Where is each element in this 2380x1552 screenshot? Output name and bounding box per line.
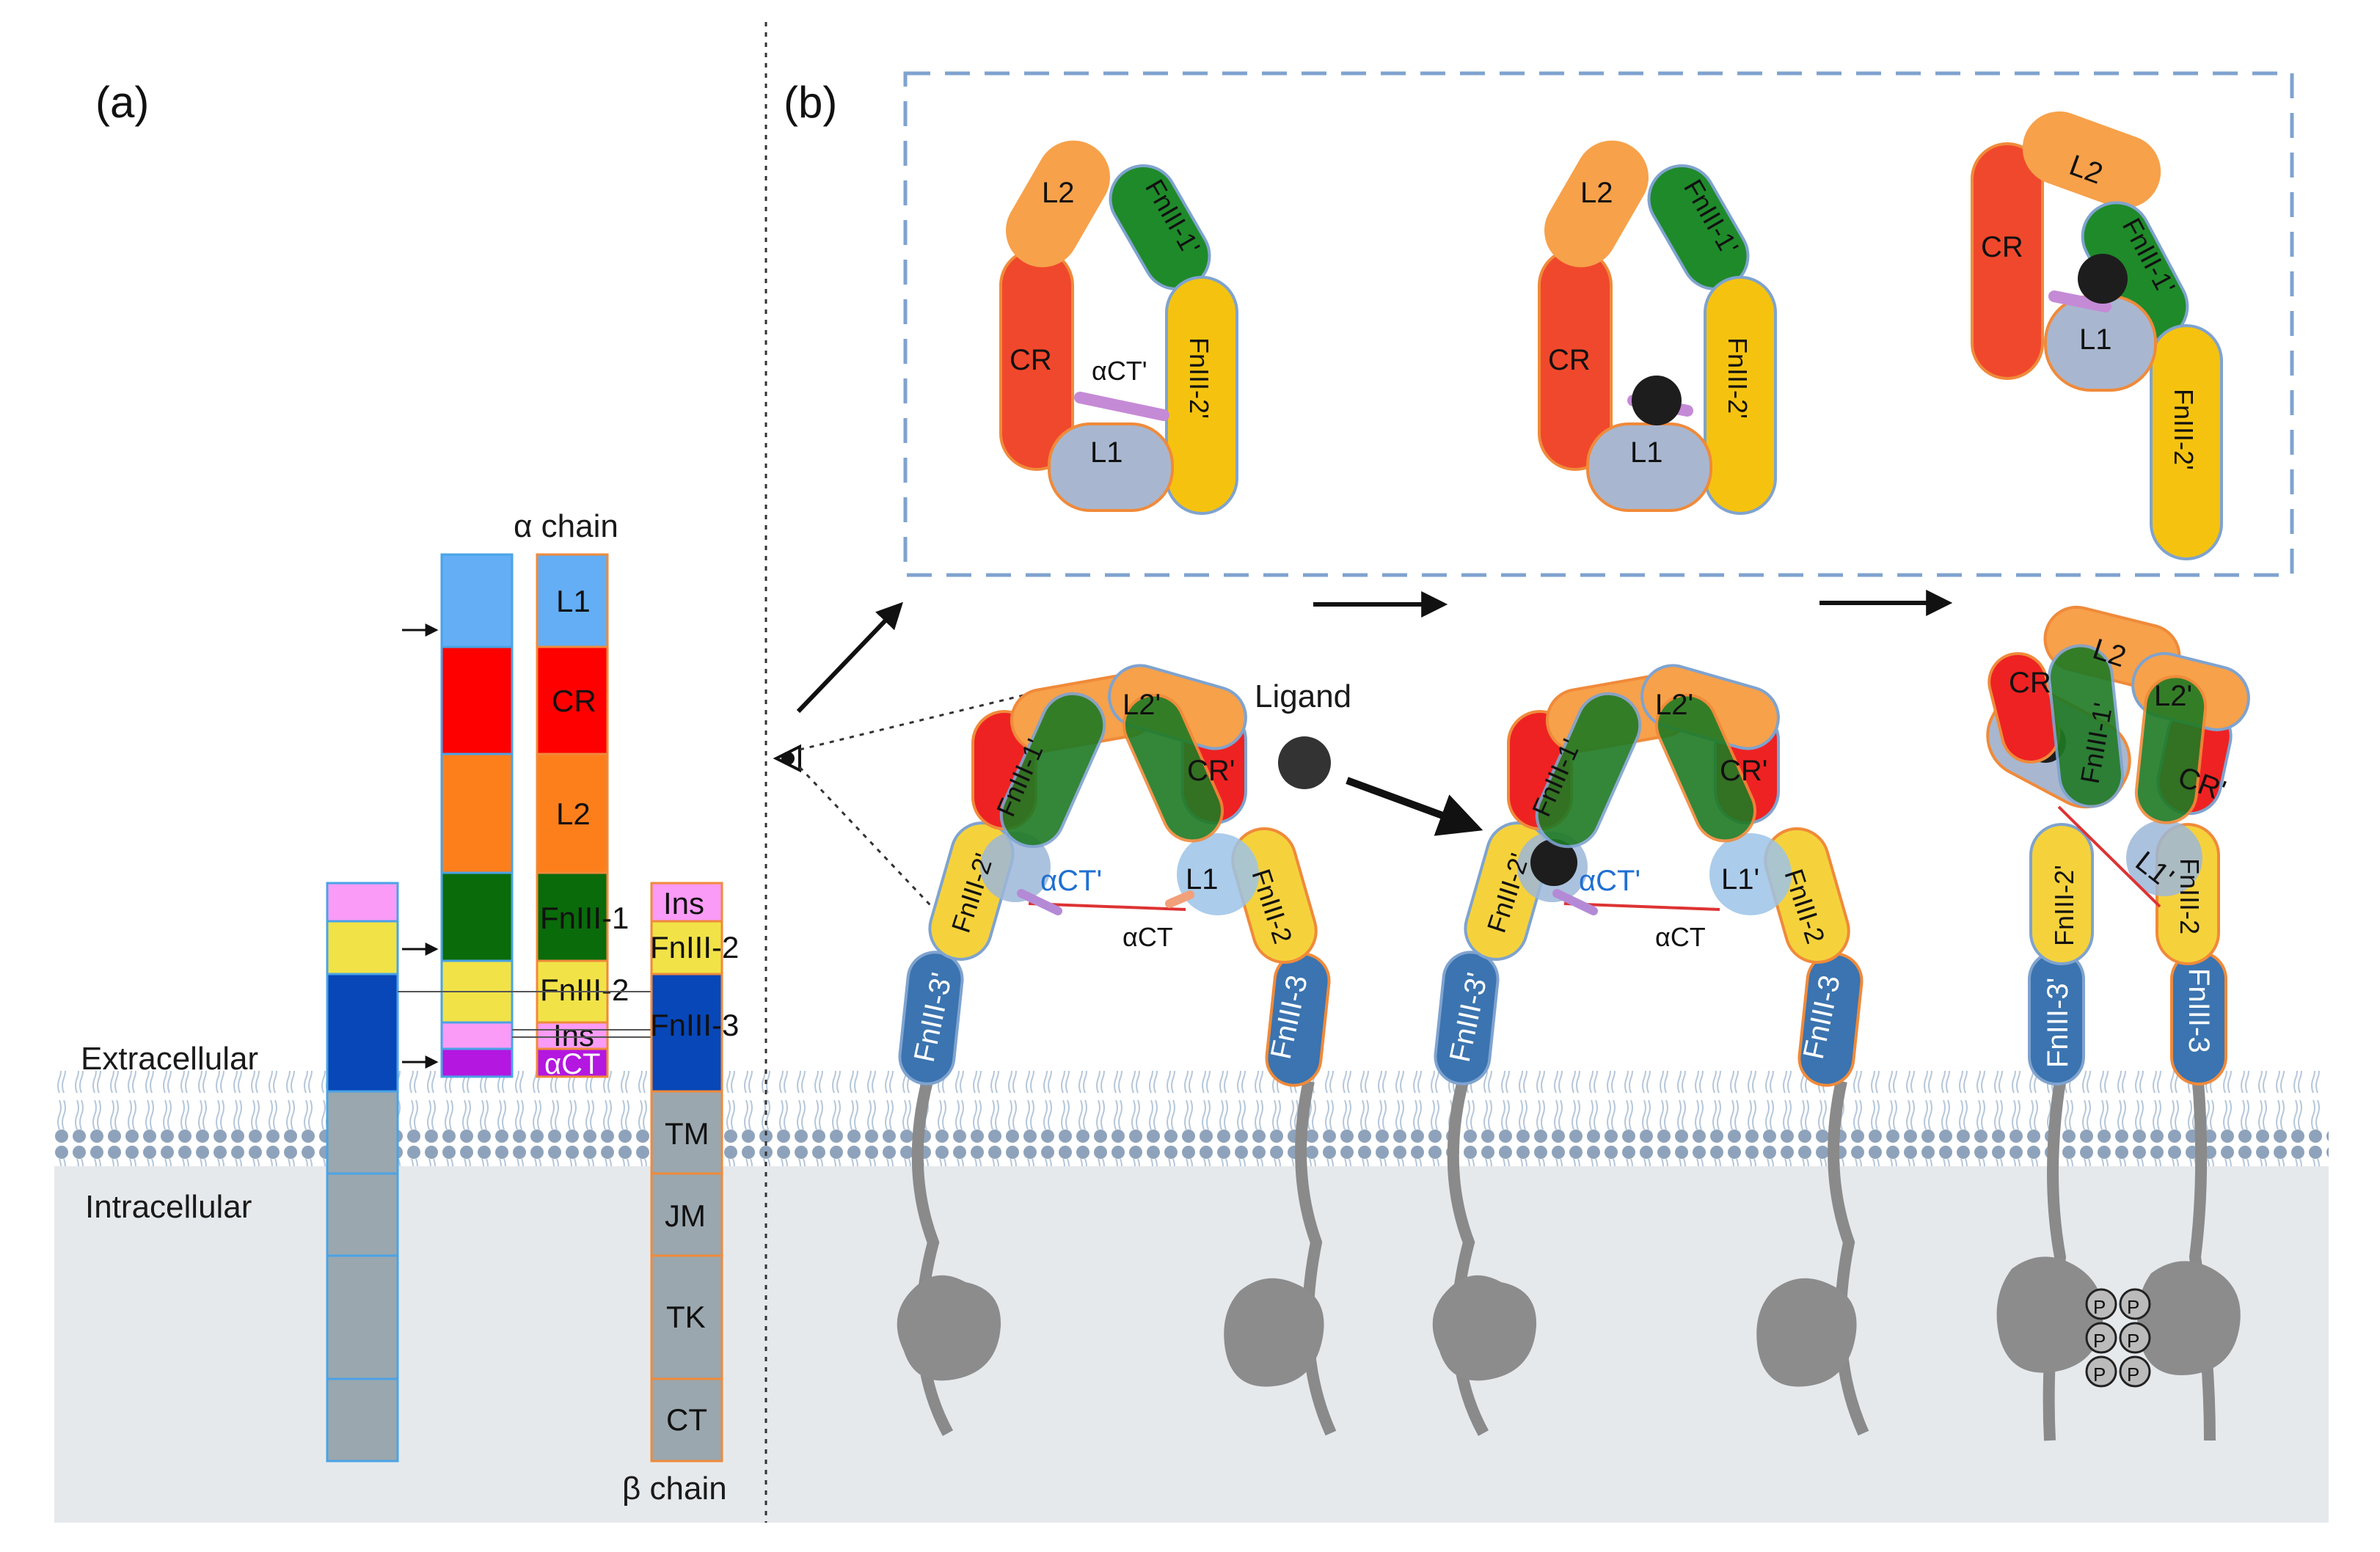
svg-text:FnIII-2: FnIII-2 bbox=[2175, 858, 2205, 934]
eye-icon bbox=[773, 744, 801, 773]
svg-text:FnIII-2': FnIII-2' bbox=[1184, 337, 1214, 419]
svg-text:L1: L1 bbox=[1186, 863, 1219, 896]
alpha-seg-l2: L2 bbox=[556, 797, 591, 831]
phosphate-group: P P P P P P bbox=[2085, 1288, 2151, 1388]
beta-seg-jm: JM bbox=[665, 1198, 706, 1233]
svg-text:FnIII-2': FnIII-2' bbox=[1723, 337, 1753, 419]
alpha-seg-fn1: FnIII-1 bbox=[540, 901, 629, 935]
alpha-seg-fn2: FnIII-2 bbox=[540, 973, 629, 1007]
svg-text:αCT: αCT bbox=[1655, 922, 1706, 952]
alpha-chain-label: α chain bbox=[514, 508, 618, 544]
beta-seg-ins: Ins bbox=[663, 886, 704, 920]
svg-text:αCT': αCT' bbox=[1040, 865, 1102, 897]
svg-text:CR': CR' bbox=[1720, 755, 1767, 787]
beta-seg-fn2: FnIII-2 bbox=[650, 930, 739, 964]
inset-conformation-1: L2 CR L1 αCT' FnIII-1' FnIII-2' bbox=[999, 140, 1238, 515]
beta-bar bbox=[650, 882, 723, 1463]
svg-text:P: P bbox=[2127, 1330, 2139, 1352]
svg-text:αCT': αCT' bbox=[1092, 356, 1147, 386]
svg-text:L2: L2 bbox=[1580, 177, 1613, 209]
svg-text:L1': L1' bbox=[1721, 863, 1759, 896]
svg-text:L2': L2' bbox=[2154, 680, 2192, 712]
intracellular-label: Intracellular bbox=[85, 1189, 252, 1225]
svg-text:CR: CR bbox=[1981, 231, 2023, 263]
svg-text:CR: CR bbox=[2009, 667, 2051, 699]
extracellular-label: Extracellular bbox=[81, 1041, 258, 1077]
alpha-seg-ins: Ins bbox=[553, 1018, 594, 1053]
precursor-bar-left bbox=[326, 882, 399, 1463]
receptor-apo: L2' CR' FnIII-1' FnIII-2' αCT' L1 αCT Fn… bbox=[897, 664, 1337, 1436]
svg-text:P: P bbox=[2127, 1364, 2139, 1386]
svg-text:CR: CR bbox=[1548, 344, 1591, 376]
svg-text:P: P bbox=[2127, 1296, 2139, 1318]
panel-label-a: (a) bbox=[95, 78, 149, 127]
svg-text:L2': L2' bbox=[1123, 689, 1161, 721]
svg-text:αCT': αCT' bbox=[1579, 865, 1640, 897]
svg-text:L1: L1 bbox=[2079, 323, 2112, 356]
inset-box bbox=[903, 71, 2294, 577]
ligand: Ligand bbox=[1255, 678, 1483, 836]
alpha-seg-l1: L1 bbox=[556, 584, 591, 618]
svg-text:L1: L1 bbox=[1630, 436, 1663, 469]
svg-text:L1: L1 bbox=[1090, 436, 1123, 469]
svg-text:FnIII-2': FnIII-2' bbox=[2169, 389, 2199, 470]
svg-text:CR': CR' bbox=[1187, 755, 1235, 787]
alpha-seg-act: αCT bbox=[544, 1048, 600, 1080]
inset-conformation-2: L2 CR L1 FnIII-1' FnIII-2' bbox=[1538, 140, 1777, 515]
svg-text:L2': L2' bbox=[1655, 689, 1693, 721]
alpha-segment-labels: L1 CR L2 FnIII-1 FnIII-2 Ins αCT bbox=[540, 584, 629, 1080]
beta-seg-tk: TK bbox=[666, 1300, 706, 1334]
beta-segment-labels: Ins FnIII-2 FnIII-3 TM JM TK CT bbox=[650, 886, 739, 1437]
cytoplasm bbox=[54, 1166, 2329, 1523]
arrow-to-inset bbox=[796, 601, 903, 714]
ligand-label: Ligand bbox=[1255, 678, 1351, 714]
receptor-bound: L2' CR' FnIII-1' FnIII-2' αCT' L1' αCT F… bbox=[1432, 664, 1869, 1436]
svg-text:FnIII-3: FnIII-3 bbox=[2183, 968, 2215, 1053]
beta-seg-tm: TM bbox=[665, 1116, 709, 1151]
svg-text:CR: CR bbox=[1010, 344, 1052, 376]
beta-seg-ct: CT bbox=[666, 1402, 707, 1437]
inset-conformation-3: L2 CR L1 FnIII-1' FnIII-2' bbox=[1971, 111, 2223, 560]
svg-text:P: P bbox=[2093, 1364, 2106, 1386]
beta-seg-fn3: FnIII-3 bbox=[650, 1008, 739, 1042]
alpha-bar-labelled bbox=[536, 553, 609, 1078]
alpha-seg-cr: CR bbox=[552, 684, 596, 718]
membrane bbox=[54, 1071, 2329, 1166]
svg-text:FnIII-3': FnIII-3' bbox=[2042, 978, 2074, 1068]
svg-text:L2: L2 bbox=[1042, 177, 1075, 209]
svg-text:P: P bbox=[2093, 1296, 2106, 1318]
panel-label-b: (b) bbox=[784, 78, 837, 127]
svg-text:αCT: αCT bbox=[1123, 922, 1173, 952]
svg-text:P: P bbox=[2093, 1330, 2106, 1352]
svg-text:FnIII-2': FnIII-2' bbox=[2049, 865, 2079, 946]
alpha-bar-plain bbox=[440, 553, 514, 1078]
beta-chain-label: β chain bbox=[622, 1471, 727, 1507]
receptor-activated: CR L2 L2' CR' FnIII-1' L1' FnIII-2' FnII… bbox=[1986, 605, 2250, 1441]
